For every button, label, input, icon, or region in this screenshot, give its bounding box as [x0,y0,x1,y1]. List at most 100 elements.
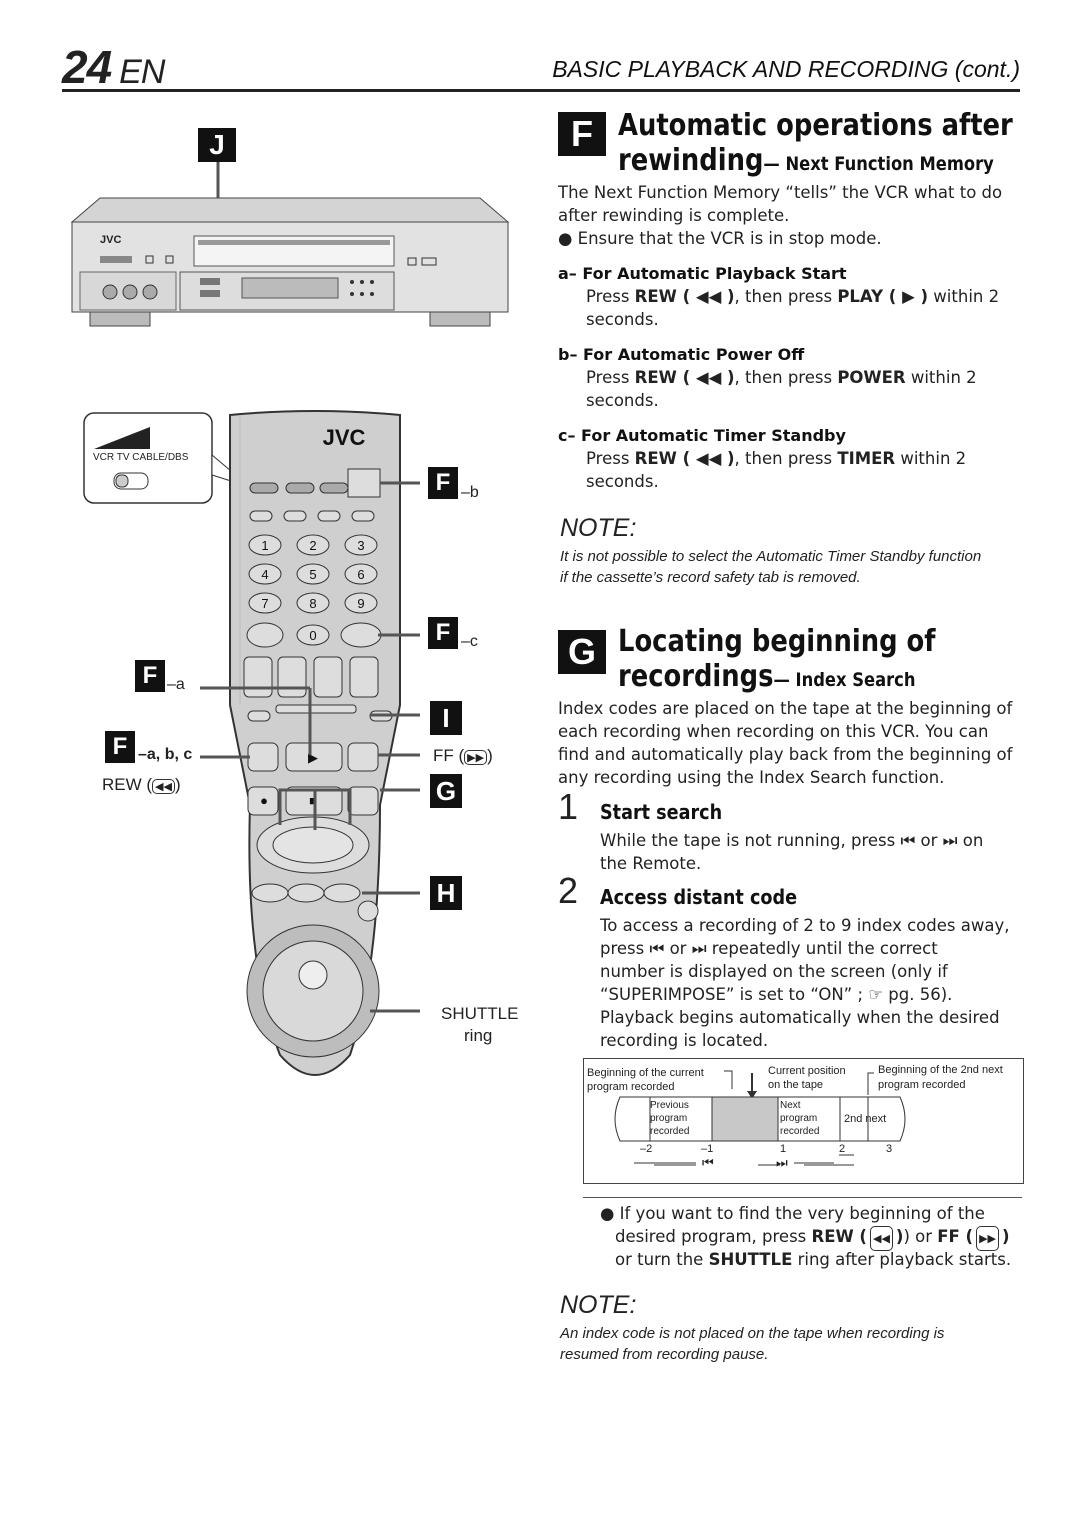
note-1-heading: NOTE: [560,514,637,542]
note-2-line-1: An index code is not placed on the tape … [560,1325,945,1342]
section-f-title-2: rewinding— Next Function Memory [618,143,994,178]
ff-icon: ▶▶ [976,1226,1000,1251]
callout-i: I [430,701,462,735]
section-f-bullet: ● Ensure that the VCR is in stop mode. [558,229,882,248]
callout-f-a: F [135,660,165,692]
tip-line-1: ● If you want to find the very beginning… [600,1204,985,1223]
svg-text:8: 8 [309,596,316,611]
step-1-text-2: the Remote. [600,854,702,873]
shuttle-label: SHUTTLE [441,1004,519,1023]
header-rule [62,89,1020,92]
diag-current-2: program recorded [587,1081,675,1093]
svg-text:5: 5 [309,567,316,582]
svg-text:1: 1 [261,538,268,553]
vcr-callout-j: J [198,128,236,162]
diag-num-3: 3 [886,1143,893,1155]
callout-f-abc: F [105,731,135,763]
section-f-intro-2: after rewinding is complete. [558,206,790,225]
step-2-title: Access distant code [600,885,798,909]
diag-current-1: Beginning of the current [587,1067,704,1079]
vcr-illustration [70,162,510,327]
callout-h: H [430,876,462,910]
diag-pos-1: Current position [768,1065,846,1077]
callout-f-b: F [428,467,458,499]
step-1-number: 1 [558,786,579,827]
rew-icon: ◀◀ [869,1226,893,1251]
remote-illustration: JVC 1 2 3 4 5 6 7 8 9 0 ▶ ■ ● [83,410,420,1076]
step-2-text-2: press ⏮ or ⏭ repeatedly until the correc… [600,939,938,958]
item-c-label: c– For Automatic Timer Standby [558,426,846,445]
section-g-intro-3: find and automatically play back from th… [558,745,1013,764]
index-diagram: Beginning of the current program recorde… [583,1058,1024,1184]
ff-icon: ▶▶ [464,750,488,765]
svg-text:●: ● [260,793,268,808]
callout-f-b-suffix: –b [461,484,479,501]
tip-line-3: or turn the SHUTTLE ring after playback … [615,1250,1012,1269]
callout-f-c: F [428,617,458,649]
step-1-title: Start search [600,800,723,824]
tip-rule [583,1197,1022,1198]
tip-line-2: desired program, press REW (◀◀)) or FF (… [615,1225,1010,1251]
svg-text:■: ■ [309,793,317,808]
note-2-heading: NOTE: [560,1291,637,1319]
switch-label: VCR TV CABLE/DBS [93,452,189,463]
note-1-line-1: It is not possible to select the Automat… [560,548,982,565]
diag-next-index-icon: ⏭ [776,1155,788,1170]
callout-f-c-suffix: –c [461,633,478,650]
section-f-title-1: Automatic operations after [618,108,1013,143]
step-2-text-5: Playback begins automatically when the d… [600,1008,1000,1027]
page-header: BASIC PLAYBACK AND RECORDING (cont.) [552,56,1020,82]
diag-prev-index-icon: ⏮ [702,1155,714,1170]
section-g-intro-1: Index codes are placed on the tape at th… [558,699,1013,718]
diag-seg-2nd: 2nd next [844,1113,887,1125]
section-g-title-1: Locating beginning of [618,624,936,659]
item-b-label: b– For Automatic Power Off [558,345,805,364]
diag-num-m2: –2 [640,1143,653,1155]
svg-text:9: 9 [357,596,364,611]
item-b-text-2: seconds. [586,391,659,410]
step-1-text-1: While the tape is not running, press ⏮ o… [600,831,984,850]
diag-pos-2: on the tape [768,1079,824,1091]
section-g-letter: G [558,630,606,674]
diag-num-2: 2 [839,1143,846,1155]
item-c-text: Press REW ( ◀◀ ), then press TIMER withi… [586,449,967,468]
svg-text:▶: ▶ [308,750,318,765]
shuttle-sub: ring [464,1026,493,1045]
item-c-text-2: seconds. [586,472,659,491]
diag-next-2: program recorded [878,1079,966,1091]
svg-text:6: 6 [357,567,364,582]
item-a-text: Press REW ( ◀◀ ), then press PLAY ( ▶ ) … [586,287,1000,306]
section-f-intro-1: The Next Function Memory “tells” the VCR… [558,183,1003,202]
note-1-line-2: if the cassette’s record safety tab is r… [560,569,861,586]
section-f-letter: F [558,112,606,156]
callout-g: G [430,774,462,808]
callout-f-abc-suffix: –a, b, c [138,746,193,763]
note-2-line-2: resumed from recording pause. [560,1346,769,1363]
diag-num-1: 1 [780,1143,787,1155]
step-2-text-4: “SUPERIMPOSE” is set to “ON” ; ☞ pg. 56)… [600,985,953,1004]
rew-callout: REW (◀◀) [102,775,181,794]
step-2-text-1: To access a recording of 2 to 9 index co… [600,916,1010,935]
item-a-text-2: seconds. [586,310,659,329]
diag-next-1: Beginning of the 2nd next [878,1064,1003,1076]
step-2-text-3: number is displayed on the screen (only … [600,962,948,981]
page-lang: EN [119,53,165,91]
vcr-brand: JVC [100,234,122,246]
svg-text:4: 4 [261,567,268,582]
svg-text:0: 0 [309,628,316,643]
svg-text:2: 2 [309,538,316,553]
item-b-text: Press REW ( ◀◀ ), then press POWER withi… [586,368,977,387]
svg-text:3: 3 [357,538,364,553]
section-g-intro-2: each recording when recording on this VC… [558,722,989,741]
section-g-intro-4: any recording using the Index Search fun… [558,768,945,787]
svg-text:7: 7 [261,596,268,611]
step-2-number: 2 [558,870,579,911]
diag-num-m1: –1 [701,1143,714,1155]
item-a-label: a– For Automatic Playback Start [558,264,847,283]
callout-f-a-suffix: –a [167,676,185,693]
svg-text:JVC: JVC [323,425,366,450]
rew-icon: ◀◀ [152,779,175,794]
